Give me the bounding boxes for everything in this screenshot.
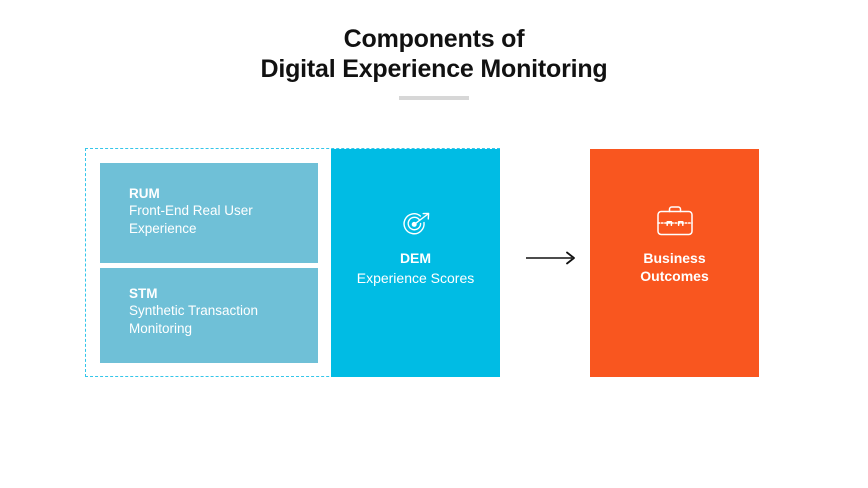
card-business-outcomes-title-line-2: Outcomes — [640, 268, 709, 284]
card-stm-title: STM — [129, 286, 158, 301]
card-rum-desc-line-2: Experience — [129, 221, 197, 236]
card-business-outcomes-title: Business Outcomes — [640, 249, 708, 285]
page-title: Components of Digital Experience Monitor… — [0, 24, 868, 84]
card-dem-title: DEM — [399, 250, 432, 266]
card-dem-desc: Experience Scores — [356, 270, 475, 286]
card-business-outcomes[interactable]: Business Outcomes — [590, 149, 759, 377]
card-stm-desc-line-1: Synthetic Transaction — [129, 303, 259, 318]
card-rum-desc-line-1: Front-End Real User — [129, 203, 253, 218]
right-arrow-icon — [525, 248, 579, 268]
title-divider — [399, 96, 469, 100]
briefcase-icon — [655, 203, 695, 237]
card-rum-title: RUM — [129, 186, 160, 201]
card-rum[interactable]: RUM Front-End Real User Experience — [100, 163, 318, 263]
card-business-outcomes-title-line-1: Business — [643, 250, 706, 266]
card-dem[interactable]: DEM Experience Scores — [331, 149, 500, 377]
card-stm[interactable]: STM Synthetic Transaction Monitoring — [100, 268, 318, 363]
page-title-line-1: Components of — [343, 25, 525, 53]
target-arrow-icon — [399, 209, 433, 239]
page-title-line-2: Digital Experience Monitoring — [260, 55, 608, 83]
card-stm-desc-line-2: Monitoring — [129, 321, 193, 336]
